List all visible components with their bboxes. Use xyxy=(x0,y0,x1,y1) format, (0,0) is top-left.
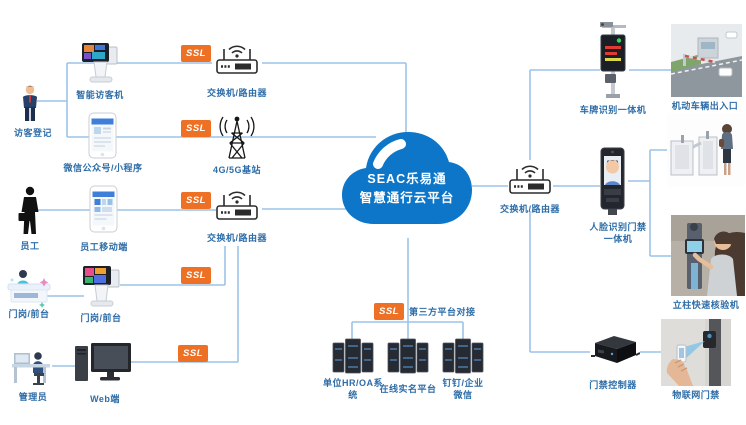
cloud-title-line2: 智慧通行云平台 xyxy=(359,190,455,205)
router-icon-1 xyxy=(211,42,263,84)
line-gate-row xyxy=(47,246,226,297)
server-icon-realname xyxy=(387,336,429,376)
employee-icon xyxy=(18,186,42,236)
cloud-platform: SEAC乐易通 智慧通行云平台 xyxy=(338,118,476,242)
realname-label: 在线实名平台 xyxy=(379,384,437,394)
reception-desk-icon xyxy=(6,266,52,308)
dingtalk-label: 钉钉/企业微信 xyxy=(442,378,484,401)
line-router3-up-plate xyxy=(529,69,673,160)
wechat-mini-label: 微信公众号/小程序 xyxy=(63,163,143,173)
switch-router-label-1: 交换机/路由器 xyxy=(206,88,267,98)
ssl-badge-1: SSL xyxy=(181,45,211,62)
gate-desk-label: 门岗/前台 xyxy=(8,309,50,319)
ssl-badge-6: SSL xyxy=(374,303,404,320)
cloud-title: SEAC乐易通 智慧通行云平台 xyxy=(338,170,476,208)
line-employee-row xyxy=(36,208,350,211)
line-router3-right-face xyxy=(553,149,673,257)
ssl-badge-2: SSL xyxy=(181,120,211,137)
employee-label: 员工 xyxy=(20,241,40,251)
access-controller-icon xyxy=(586,334,640,366)
iot-access-label: 物联网门禁 xyxy=(672,390,720,400)
face-access-icon xyxy=(597,147,628,217)
employee-phone-icon xyxy=(89,185,118,233)
router-icon-2 xyxy=(211,188,263,230)
visitor-person-icon xyxy=(16,84,44,122)
line-router3-down-controller xyxy=(529,211,663,353)
plate-recognition-label: 车牌识别一体机 xyxy=(579,105,647,115)
web-client-label: Web端 xyxy=(90,394,120,404)
line-visitor-branch xyxy=(37,62,376,138)
server-icon-hr-oa xyxy=(332,336,374,376)
hr-oa-label: 单位HR/OA系统 xyxy=(323,378,383,401)
ssl-badge-3: SSL xyxy=(181,192,211,209)
plate-recognition-icon xyxy=(594,22,632,100)
server-icon-dingtalk xyxy=(442,336,484,376)
visitor-machine-icon xyxy=(80,42,120,84)
line-web-row xyxy=(52,246,239,367)
base-station-label: 4G/5G基站 xyxy=(212,165,261,175)
gate-terminal-icon xyxy=(80,264,122,308)
router-icon-3 xyxy=(504,162,556,204)
gate-terminal-label: 门岗/前台 xyxy=(80,313,122,323)
web-pc-icon xyxy=(74,343,132,387)
line-router1-to-cloud xyxy=(262,62,407,138)
visitor-machine-label: 智能访客机 xyxy=(76,90,124,100)
admin-label: 管理员 xyxy=(18,392,48,402)
access-controller-label: 门禁控制器 xyxy=(589,380,637,390)
ssl-badge-5: SSL xyxy=(178,345,208,362)
admin-desk-icon xyxy=(10,341,56,387)
base-station-icon xyxy=(215,112,259,162)
vehicle-entrance-label: 机动车辆出入口 xyxy=(671,101,739,111)
pillar-verify-photo xyxy=(671,215,745,296)
third-party-label: 第三方平台对接 xyxy=(409,307,476,317)
pillar-verify-label: 立柱快速核验机 xyxy=(672,300,740,310)
switch-router-label-2: 交换机/路由器 xyxy=(206,233,267,243)
vehicle-entrance-photo xyxy=(671,24,742,97)
switch-router-label-3: 交换机/路由器 xyxy=(499,204,560,214)
employee-mobile-label: 员工移动端 xyxy=(80,242,128,252)
cloud-title-line1: SEAC乐易通 xyxy=(367,172,447,186)
cloud-icon xyxy=(342,132,472,224)
line-cloud-to-servers xyxy=(351,238,464,341)
face-access-label: 人脸识别门禁一体机 xyxy=(589,222,647,245)
wechat-phone-icon xyxy=(88,112,117,159)
turnstile-gate-image xyxy=(667,113,745,187)
visitor-register-label: 访客登记 xyxy=(13,128,52,138)
ssl-badge-4: SSL xyxy=(181,267,211,284)
iot-access-photo xyxy=(661,319,731,386)
